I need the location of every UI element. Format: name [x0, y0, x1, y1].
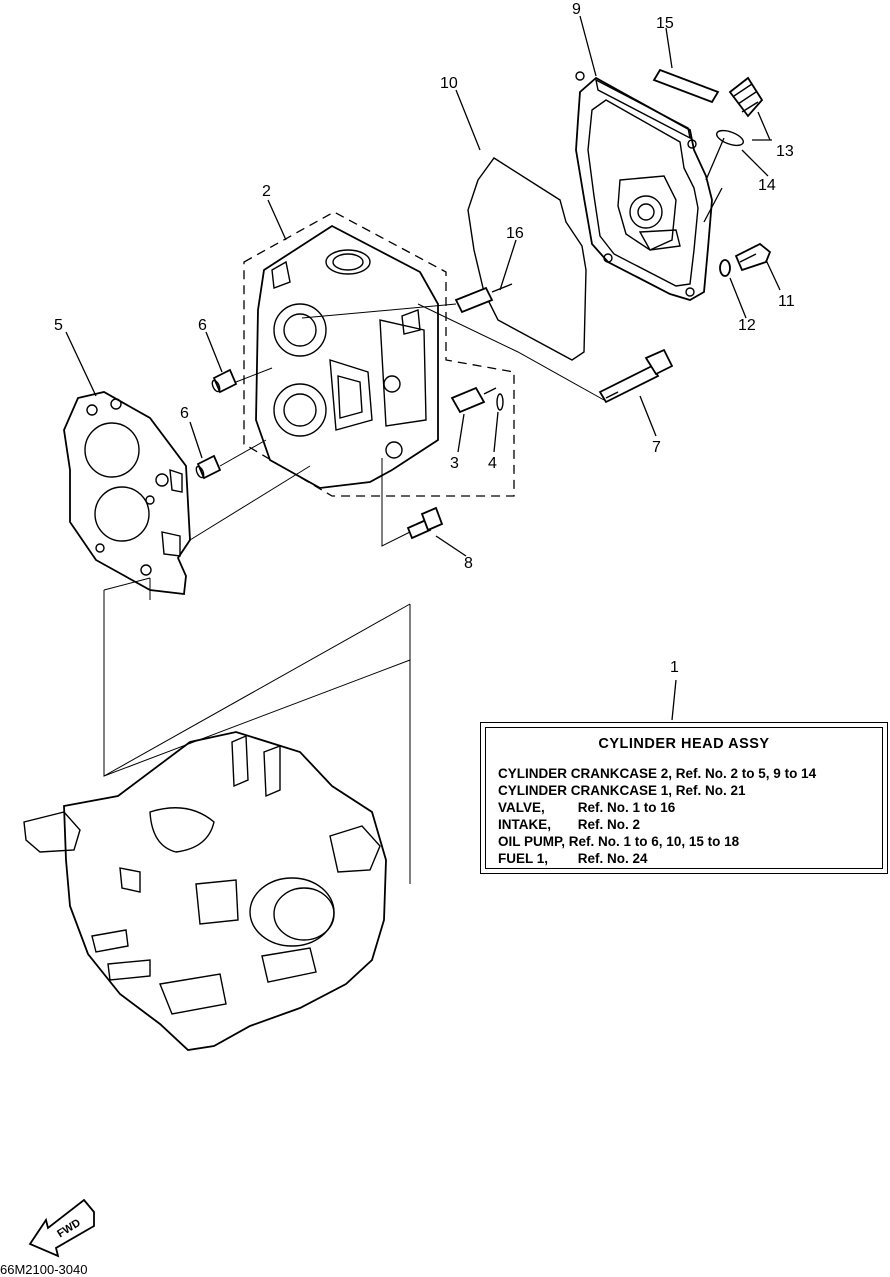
callout-8: 8 [464, 555, 473, 572]
legend-title: CYLINDER HEAD ASSY [598, 736, 770, 752]
legend-row: CYLINDER CRANKCASE 1, Ref. No. 21 [498, 783, 746, 798]
cylinder-head-cover [575, 71, 713, 301]
legend-row-ref: Ref. No. 2 to 5, 9 to 14 [675, 766, 817, 781]
legend-row: VALVE, Ref. No. 1 to 16 [498, 800, 675, 815]
callout-5: 5 [54, 317, 63, 334]
legend-row-ref: Ref. No. 21 [675, 783, 746, 798]
legend-row-name: CYLINDER CRANKCASE 2, [498, 766, 673, 781]
callout-15: 15 [656, 15, 674, 32]
legend-row: FUEL 1, Ref. No. 24 [498, 851, 648, 866]
small-parts-top-right [652, 68, 772, 277]
callout-9: 9 [572, 1, 581, 18]
assembly-reference-legend: CYLINDER HEAD ASSY CYLINDER CRANKCASE 2,… [480, 722, 888, 874]
legend-row-name: CYLINDER CRANKCASE 1, [498, 783, 673, 798]
legend-row-name: VALVE, [498, 800, 545, 815]
head-cover-gasket [467, 157, 587, 361]
callout-6b: 6 [180, 405, 189, 422]
callout-16: 16 [506, 225, 524, 242]
cylinder-crankcase-block [23, 731, 387, 1051]
callout-11: 11 [778, 293, 795, 310]
callout-13: 13 [776, 143, 794, 160]
legend-row-name: OIL PUMP, [498, 834, 566, 849]
legend-inner-frame: CYLINDER HEAD ASSY CYLINDER CRANKCASE 2,… [485, 727, 883, 869]
legend-row-ref: Ref. No. 2 [577, 817, 641, 832]
legend-row: INTAKE, Ref. No. 2 [498, 817, 640, 832]
legend-row: CYLINDER CRANKCASE 2, Ref. No. 2 to 5, 9… [498, 766, 816, 781]
legend-row-ref: Ref. No. 1 to 6, 10, 15 to 18 [568, 834, 740, 849]
leader-lines [65, 15, 781, 884]
callout-labels: 1 2 3 4 5 6 6 7 8 9 10 11 12 13 14 15 16 [54, 1, 795, 676]
legend-row-ref: Ref. No. 1 to 16 [577, 800, 676, 815]
fasteners-and-valves [406, 283, 674, 540]
dowel-pins [195, 368, 238, 480]
legend-row: OIL PUMP, Ref. No. 1 to 6, 10, 15 to 18 [498, 834, 739, 849]
cylinder-head-gasket [63, 391, 191, 595]
callout-10: 10 [440, 75, 458, 92]
callout-1: 1 [670, 659, 679, 676]
legend-row-name: FUEL 1, [498, 851, 549, 866]
callout-12: 12 [738, 317, 756, 334]
legend-row-name: INTAKE, [498, 817, 551, 832]
callout-2: 2 [262, 183, 271, 200]
callout-6a: 6 [198, 317, 207, 334]
cylinder-head [243, 211, 515, 497]
drawing-code: 66M2100-3040 [0, 1262, 88, 1277]
callout-4: 4 [488, 455, 497, 472]
callout-14: 14 [758, 177, 776, 194]
legend-row-ref: Ref. No. 24 [577, 851, 648, 866]
forward-direction-arrow: FWD [28, 1198, 95, 1258]
callout-7: 7 [652, 439, 661, 456]
callout-3: 3 [450, 455, 459, 472]
